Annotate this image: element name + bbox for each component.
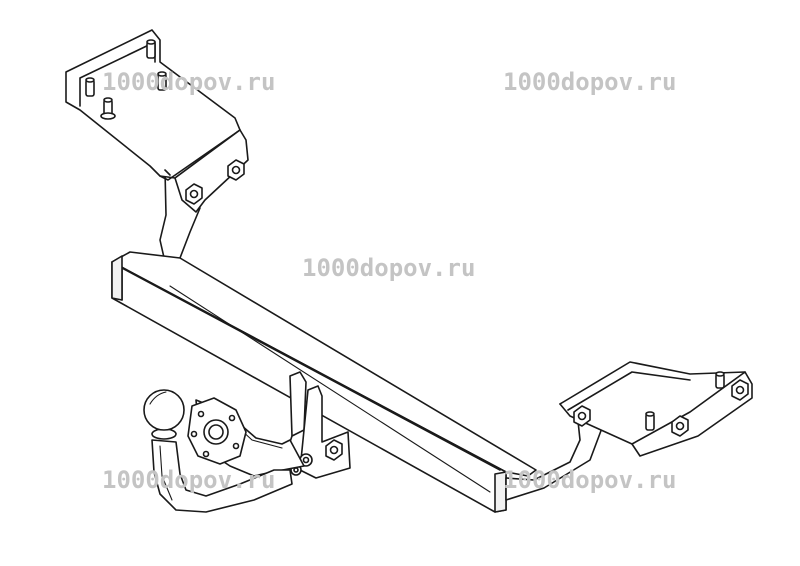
watermark-bottom-left: 1000dopov.ru <box>102 466 276 494</box>
right-bracket-nut-1 <box>671 415 689 437</box>
socket-plate-hole-5 <box>190 430 198 438</box>
tow-ball <box>143 389 185 431</box>
right-bracket-nut-2 <box>731 379 749 401</box>
left-bracket-stud-3 <box>157 71 167 91</box>
left-bracket-stud-4 <box>100 97 116 120</box>
watermark-top-right: 1000dopov.ru <box>503 68 677 96</box>
watermark-center: 1000dopov.ru <box>302 254 476 282</box>
right-mounting-bracket <box>505 361 753 501</box>
tow-bar-assembly <box>143 389 305 513</box>
watermark-top-left: 1000dopov.ru <box>102 68 276 96</box>
hanger-bolt-1 <box>325 439 343 461</box>
hanger-plate-rear <box>289 371 307 437</box>
socket-plate-hole-3 <box>232 442 240 450</box>
right-bracket-nut-3 <box>573 405 591 427</box>
center-hanger-bracket <box>289 371 351 479</box>
socket-plate-hole-4 <box>202 450 210 458</box>
right-bracket-stud-1 <box>645 411 655 431</box>
crossbar-tube <box>111 251 537 513</box>
left-bracket-stud-2 <box>146 39 156 59</box>
right-bracket-flange <box>631 371 753 457</box>
left-bracket-stud-1 <box>85 77 95 97</box>
tow-hook-neck <box>151 439 293 513</box>
left-mounting-bracket <box>65 29 249 263</box>
socket-plate-hole-2 <box>228 414 236 422</box>
crossbar-left-end-cap <box>111 255 123 301</box>
crossbar-right-end-cap <box>494 471 507 513</box>
right-bracket-stud-2 <box>715 371 725 389</box>
watermark-bottom-right: 1000dopov.ru <box>503 466 677 494</box>
left-bracket-nut-1 <box>185 183 203 205</box>
socket-plate-hole-1 <box>197 410 205 418</box>
left-bracket-nut-2 <box>227 159 245 181</box>
